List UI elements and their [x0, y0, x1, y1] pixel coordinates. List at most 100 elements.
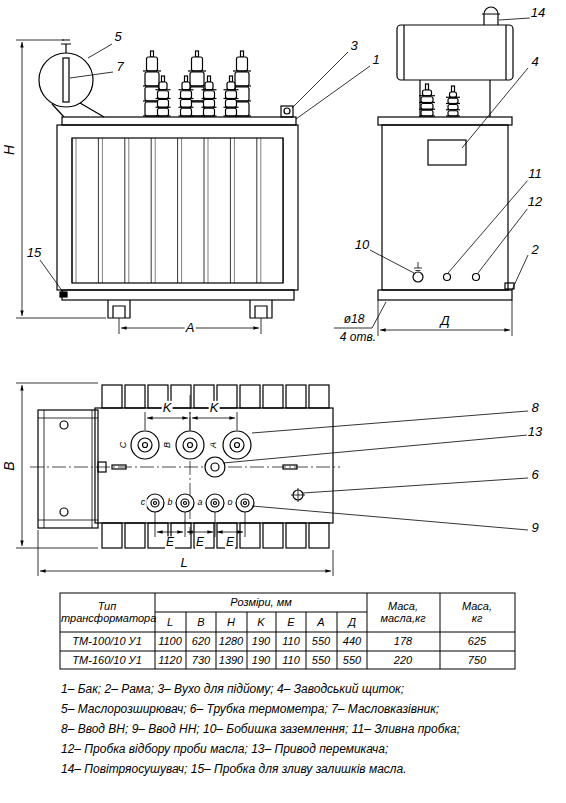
dimension-label: K [162, 401, 173, 415]
table-cell: H [226, 616, 236, 628]
callout-number: 13 [527, 425, 543, 439]
phase-label: o [226, 498, 233, 508]
oil-gauge [63, 58, 69, 102]
dimension-label: Д [439, 314, 450, 328]
ground-boss [413, 272, 423, 282]
phase-label: b [166, 498, 173, 508]
callout-number: 5 [113, 30, 122, 44]
callout-number: 7 [115, 60, 124, 74]
table-cell: 1120 [157, 654, 183, 666]
table-cell: 190 [251, 654, 271, 666]
table-cell: 110 [281, 635, 301, 647]
conservator-support [52, 103, 104, 117]
bushing [224, 76, 239, 116]
table-cell: 750 [467, 654, 487, 666]
bushing [446, 86, 460, 116]
table-cell: 625 [467, 635, 487, 647]
note-line: 8– Ввод ВН; 9– Ввод НН; 10– Бобишка зазе… [60, 723, 461, 736]
bushing [419, 84, 435, 116]
table-cell: Д [347, 616, 357, 628]
note-line: 14– Повітряосушувач; 15– Пробка для злив… [60, 763, 408, 776]
tank [57, 125, 298, 290]
dimension-label: A [185, 321, 196, 335]
table-cell: 1390 [218, 654, 244, 666]
dimension-label: K [209, 401, 220, 415]
conservator [39, 53, 93, 107]
table-cell: Маса, масла,кг [371, 600, 435, 624]
cover [62, 117, 296, 125]
table-cell: A [316, 616, 325, 628]
callout-number: 3 [349, 39, 358, 53]
table-cell: 190 [251, 635, 271, 647]
dimension-label: E [165, 536, 175, 549]
table-cell: B [196, 616, 205, 628]
lifting-eye-hole [284, 108, 290, 114]
leader-lines [40, 18, 530, 530]
table-cell: 620 [191, 635, 211, 647]
table-cell: 178 [393, 635, 413, 647]
note-line: 1– Бак; 2– Рама; 3– Вухо для підйому; 4–… [60, 683, 405, 696]
phase-label: B [163, 441, 173, 449]
bushing [202, 76, 217, 116]
cover [378, 117, 512, 125]
callout-number: 9 [530, 521, 539, 535]
table-cell: 440 [342, 635, 362, 647]
dimension-label: H [2, 144, 17, 156]
callout-number: 12 [527, 195, 543, 209]
callout-number: 4 [530, 55, 539, 69]
bushing [156, 76, 171, 116]
table-cell: Маса, кг [456, 600, 498, 624]
frame [378, 290, 512, 300]
table-cell: K [256, 616, 265, 628]
phase-label: C [119, 441, 129, 450]
table-cell: 730 [191, 654, 211, 666]
skid [108, 300, 130, 318]
filler [61, 40, 71, 53]
note-line: 5– Маслорозширювач; 6– Трубка термометра… [60, 703, 440, 716]
tap-changer-drive [205, 457, 225, 477]
table-cell: ТМ-160/10 У1 [71, 654, 143, 666]
table-cell: E [286, 616, 295, 628]
bushing [179, 76, 194, 116]
phase-label: A [209, 441, 219, 449]
table-cell: Тип трансформатора [60, 600, 154, 624]
callout-number: 10 [354, 238, 370, 252]
callout-number: 8 [530, 401, 539, 415]
table-cell: 110 [281, 654, 301, 666]
callout-number: 2 [530, 243, 539, 257]
frame [62, 290, 294, 300]
data-table [60, 593, 515, 669]
callout-number: 1 [371, 53, 380, 67]
radiator-panels [72, 138, 283, 283]
air-dryer [482, 7, 500, 25]
lifting-eye [281, 106, 293, 117]
table-cell: 1100 [157, 635, 183, 647]
table-cell: Розміри, мм [229, 596, 293, 608]
callout-number: 14 [530, 6, 546, 20]
note-line: 12– Пробка відбору проби масла; 13– Прив… [60, 743, 389, 756]
table-cell: 550 [311, 635, 331, 647]
table-cell: 550 [342, 654, 362, 666]
cover-plan [95, 408, 333, 523]
tank [382, 125, 508, 290]
conservator [397, 25, 513, 80]
drain-plug [60, 292, 67, 297]
callout-number: 11 [527, 167, 543, 181]
dimension-label: ø18 [343, 313, 366, 326]
dimension-label: B [2, 460, 17, 471]
phase-label: a [196, 498, 203, 508]
callout-number: 6 [530, 468, 539, 482]
table-cell: L [166, 616, 174, 628]
drain-plug [444, 274, 451, 281]
table-cell: ТМ-100/10 У1 [71, 635, 143, 647]
dimension-label: L [179, 556, 188, 570]
table-cell: 1280 [218, 635, 244, 647]
dimension-label: E [195, 536, 205, 549]
dimension-label: 4 отв. [339, 331, 377, 344]
sample-plug [473, 274, 480, 281]
phase-label: c [140, 498, 147, 508]
table-cell: 550 [311, 654, 331, 666]
table-cell: 220 [393, 654, 413, 666]
callout-number: 15 [26, 246, 42, 260]
skid [250, 300, 272, 318]
